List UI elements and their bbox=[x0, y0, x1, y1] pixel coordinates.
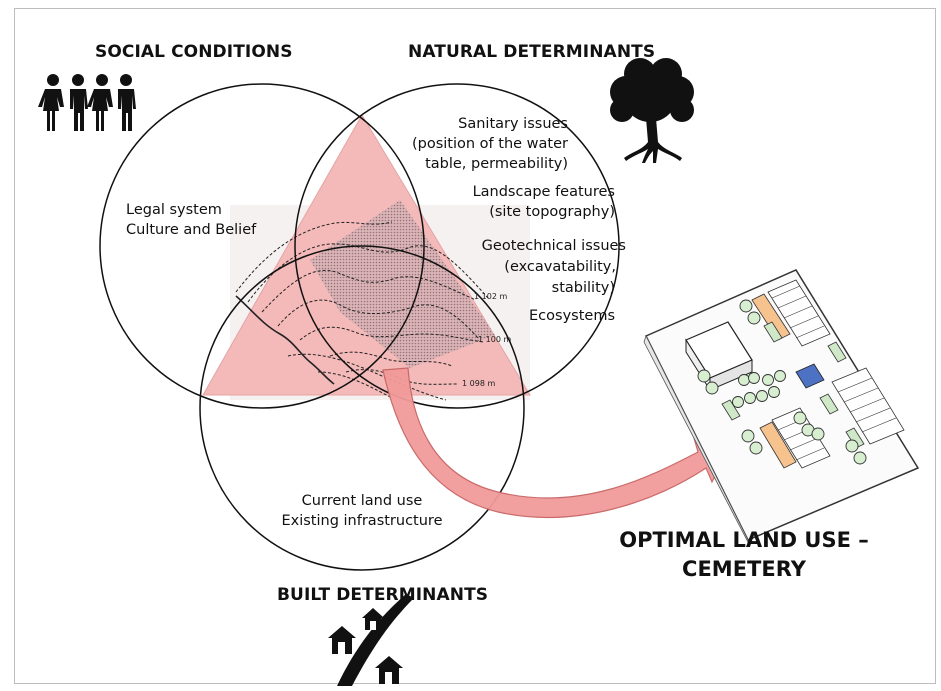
optimal-land-use-line1: OPTIMAL LAND USE – bbox=[619, 528, 869, 552]
social-conditions-heading: SOCIAL CONDITIONS bbox=[95, 42, 293, 62]
natural-landscape-line2: (site topography) bbox=[489, 204, 615, 220]
contour-label-1098: 1 098 m bbox=[462, 379, 496, 388]
stream-line bbox=[235, 295, 335, 385]
built-circle bbox=[199, 245, 525, 571]
natural-sanitary-line2: (position of the water bbox=[411, 136, 568, 152]
natural-landscape-line1: Landscape features bbox=[472, 184, 615, 200]
natural-sanitary-line3: table, permeability) bbox=[425, 156, 568, 172]
natural-geotech-line3: stability) bbox=[551, 280, 615, 296]
contour-label-1102: 1 102 m bbox=[474, 292, 508, 301]
natural-geotech-line2: (excavatability, bbox=[504, 259, 616, 275]
natural-determinants-heading: NATURAL DETERMINANTS bbox=[408, 42, 656, 62]
natural-circle bbox=[294, 83, 620, 409]
contour-label-1100: 1 100 m bbox=[478, 335, 512, 344]
houses-road-icon bbox=[328, 594, 414, 686]
cemetery-plan-icon bbox=[643, 269, 920, 547]
natural-ecosystems: Ecosystems bbox=[529, 308, 615, 324]
social-item-culture-belief: Culture and Belief bbox=[126, 222, 257, 238]
optimal-land-use-heading: OPTIMAL LAND USE – CEMETERY bbox=[604, 526, 884, 584]
optimal-land-use-line2: CEMETERY bbox=[682, 557, 806, 581]
built-item-current-land-use: Current land use bbox=[301, 493, 423, 509]
social-circle bbox=[99, 83, 425, 409]
natural-sanitary-line1: Sanitary issues bbox=[458, 116, 568, 132]
natural-geotech-line1: Geotechnical issues bbox=[481, 238, 626, 254]
site-hatch-area bbox=[310, 200, 495, 368]
figure-frame bbox=[14, 8, 936, 684]
people-icon bbox=[38, 74, 136, 131]
tree-icon bbox=[610, 58, 694, 163]
social-item-legal-system: Legal system bbox=[126, 202, 222, 218]
built-item-existing-infrastructure: Existing infrastructure bbox=[281, 513, 443, 529]
built-determinants-heading: BUILT DETERMINANTS bbox=[277, 585, 489, 605]
